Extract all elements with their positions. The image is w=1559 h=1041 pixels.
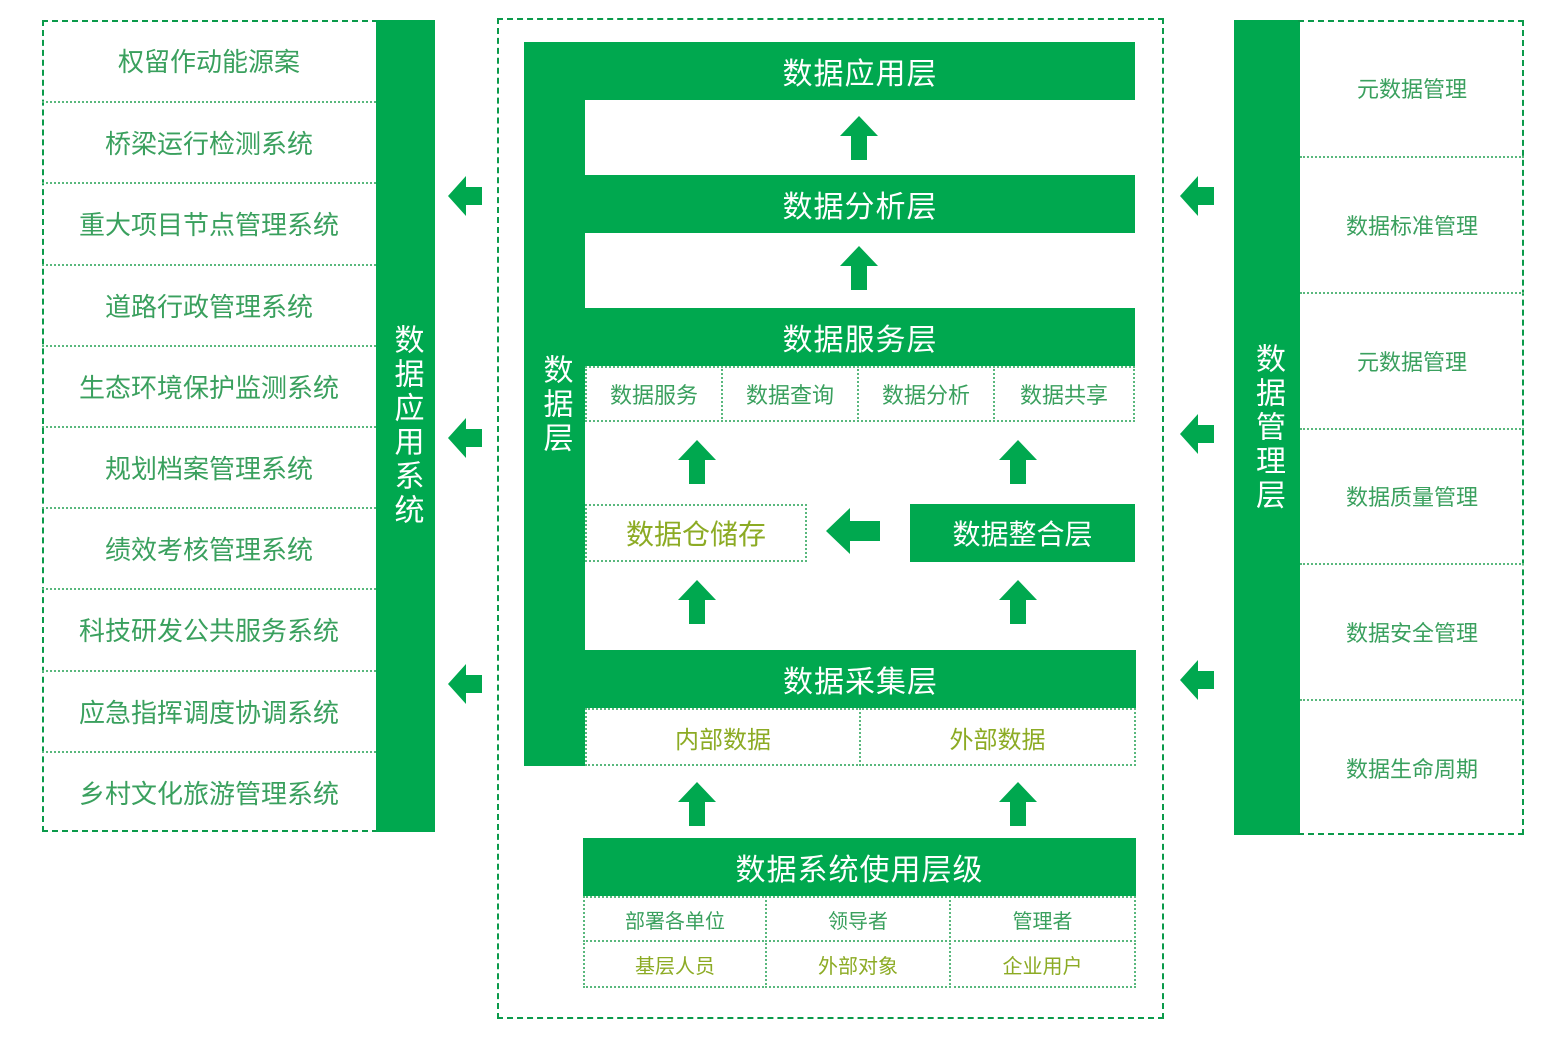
right-management-item: 数据质量管理: [1300, 427, 1524, 564]
left-system-item: 绩效考核管理系统: [42, 507, 376, 588]
analysis-layer-band: 数据分析层: [585, 175, 1135, 233]
service-layer-band: 数据服务层: [585, 308, 1135, 366]
collection-item: 外部数据: [859, 708, 1136, 766]
app-layer-label: 数据应用层: [782, 57, 938, 92]
app-layer-band: 数据应用层: [585, 42, 1135, 100]
usage-item: 部署各单位: [583, 896, 767, 942]
left-system-item: 生态环境保护监测系统: [42, 344, 376, 426]
up-arrow-icon: [999, 580, 1037, 624]
left-system-item: 应急指挥调度协调系统: [42, 669, 376, 751]
usage-items-grid: 部署各单位 领导者 管理者 基层人员 外部对象 企业用户: [583, 896, 1136, 988]
right-management-title-band: 数据管理层: [1234, 20, 1300, 835]
up-arrow-icon: [678, 782, 716, 826]
data-layer-label-box: 数据层: [524, 330, 585, 480]
right-management-item: 元数据管理: [1356, 77, 1467, 103]
warehouse-label: 数据仓储存: [625, 518, 766, 551]
center-frame: [497, 18, 1164, 1019]
right-management-item: 数据安全管理: [1300, 563, 1524, 699]
service-items-row: 数据服务 数据查询 数据分析 数据共享: [585, 366, 1135, 422]
usage-item: 基层人员: [583, 940, 767, 988]
left-system-item: 权留作动能源案: [117, 48, 300, 79]
left-system-item: 道路行政管理系统: [42, 263, 376, 345]
warehouse-box: 数据仓储存: [585, 504, 807, 562]
up-arrow-icon: [678, 580, 716, 624]
usage-layer-band: 数据系统使用层级: [583, 838, 1136, 896]
right-management-item: 数据标准管理: [1300, 155, 1524, 292]
left-arrow-icon: [448, 414, 482, 462]
data-layer-band: [524, 42, 585, 766]
service-item: 数据分析: [857, 366, 995, 422]
service-item: 数据服务: [585, 366, 723, 422]
right-management-panel: 数据管理层 元数据管理数据标准管理元数据管理数据质量管理数据安全管理数据生命周期: [1234, 20, 1524, 835]
analysis-layer-label: 数据分析层: [782, 190, 938, 225]
service-item: 数据查询: [721, 366, 859, 422]
left-arrow-icon: [1180, 410, 1214, 458]
service-layer-label: 数据服务层: [782, 323, 938, 358]
left-system-title: 数据应用系统: [388, 324, 424, 528]
up-arrow-icon: [840, 246, 878, 290]
usage-item: 企业用户: [949, 940, 1136, 988]
left-system-item: 桥梁运行检测系统: [42, 101, 376, 182]
right-management-title: 数据管理层: [1250, 342, 1285, 513]
left-arrow-icon: [1180, 656, 1214, 704]
service-item: 数据共享: [993, 366, 1135, 422]
usage-item: 领导者: [765, 896, 951, 942]
up-arrow-icon: [999, 782, 1037, 826]
usage-item: 管理者: [949, 896, 1136, 942]
left-system-panel: 权留作动能源案桥梁运行检测系统重大项目节点管理系统道路行政管理系统生态环境保护监…: [42, 20, 435, 832]
collection-layer-band: 数据采集层: [585, 650, 1136, 708]
left-system-item: 规划档案管理系统: [42, 426, 376, 507]
up-arrow-icon: [840, 116, 878, 160]
collection-layer-label: 数据采集层: [783, 665, 938, 700]
left-system-item: 重大项目节点管理系统: [42, 182, 376, 263]
right-management-item: 数据生命周期: [1300, 699, 1524, 835]
integration-layer-box: 数据整合层: [910, 504, 1135, 562]
left-system-title-band: 数据应用系统: [376, 20, 435, 832]
data-layer-label: 数据层: [537, 354, 573, 456]
left-arrow-icon: [448, 172, 482, 220]
left-system-item: 科技研发公共服务系统: [42, 588, 376, 669]
left-arrow-icon: [1180, 172, 1214, 220]
left-system-item: 乡村文化旅游管理系统: [42, 750, 376, 832]
up-arrow-icon: [678, 440, 716, 484]
collection-item: 内部数据: [585, 708, 861, 766]
right-management-item: 元数据管理: [1300, 291, 1524, 428]
integration-layer-label: 数据整合层: [952, 518, 1093, 551]
usage-layer-label: 数据系统使用层级: [735, 853, 984, 888]
up-arrow-icon: [999, 440, 1037, 484]
left-arrow-icon: [826, 508, 880, 554]
left-arrow-icon: [448, 660, 482, 708]
usage-item: 外部对象: [765, 940, 951, 988]
